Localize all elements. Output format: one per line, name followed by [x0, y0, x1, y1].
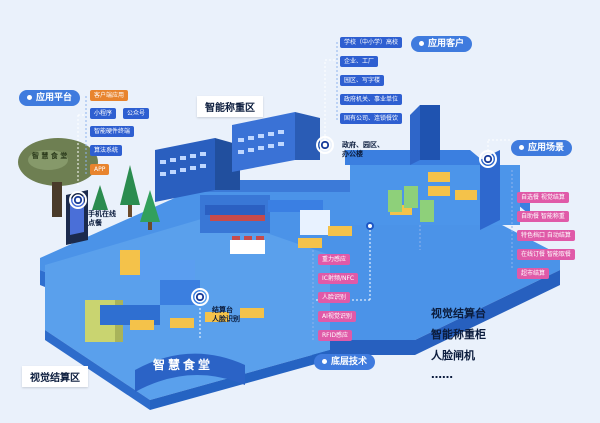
category-tech: 底层技术 [314, 354, 376, 370]
customer-item: 园区、写字楼 [340, 75, 385, 86]
marker-checkout [191, 288, 209, 306]
category-platform-label: 应用平台 [36, 93, 73, 103]
platform-item: 算法系统 [90, 145, 123, 156]
trees [92, 165, 160, 230]
outer-lines [85, 42, 513, 340]
customer-item: 企业、工厂 [340, 56, 379, 67]
dot-icon [322, 359, 327, 364]
device-item: 视觉结算台 [431, 307, 486, 320]
tree-board-text: 智 慧 食 堂 [32, 152, 68, 160]
office-buildings [155, 112, 320, 202]
marker-scenarios [479, 150, 497, 168]
platform-item: 客户端应用 [90, 90, 129, 101]
device-item: 人脸闸机 [431, 349, 475, 362]
service-counters [205, 200, 330, 254]
dot-icon [419, 41, 424, 46]
category-platform: 应用平台 [19, 90, 81, 106]
tech-item: AI视觉识别 [318, 311, 356, 322]
annex-edge [45, 330, 150, 410]
tech-item: 人脸识别 [318, 292, 351, 303]
note-checkout-counter-text: 结算台 人脸识别 [212, 306, 240, 323]
device-item: 智能称重柜 [431, 328, 486, 341]
zone-smart-weighing: 智能称重区 [197, 96, 263, 117]
dot-icon [27, 95, 32, 100]
canteen-signboard [135, 353, 245, 392]
annex-floor [45, 215, 330, 400]
note-gov-park: 政府、园区、 办公楼 [342, 141, 384, 159]
weighing-cabinets [388, 186, 434, 222]
category-tech-label: 底层技术 [331, 357, 368, 367]
platform-item: 公众号 [123, 108, 150, 119]
marker-customers [316, 136, 334, 154]
dot-icon [519, 145, 524, 150]
category-scenarios-label: 应用场景 [528, 143, 565, 153]
category-customers: 应用客户 [411, 36, 473, 52]
scenario-item: 自选餐 视觉结算 [517, 192, 569, 203]
note-mobile-order-text: 手机在线 点餐 [88, 210, 116, 227]
scenario-item: 在线订餐 智能取餐 [517, 249, 575, 260]
scenario-item: 超市结算 [517, 268, 550, 279]
marker-tech [366, 222, 374, 230]
note-checkout-counter: 结算台 人脸识别 [212, 306, 240, 324]
annex-furniture [85, 250, 264, 342]
zone-visual-checkout: 视觉结算区 [22, 366, 88, 387]
notice-tree [18, 138, 98, 217]
platform-item: APP [90, 164, 110, 175]
category-scenarios: 应用场景 [511, 140, 573, 156]
note-mobile-order: 手机在线 点餐 [88, 210, 116, 228]
tech-item: RFID感应 [318, 330, 353, 341]
scenario-item: 特色档口 自动结算 [517, 230, 575, 241]
platform-item: 小程序 [90, 108, 117, 119]
category-customers-label: 应用客户 [428, 39, 465, 49]
canteen-sign-text: 智慧食堂 [153, 358, 214, 372]
tech-item: IC射频/NFC [318, 273, 359, 284]
customer-item: 国有公司、连锁餐饮 [340, 113, 403, 124]
marker-platform [69, 191, 87, 209]
customer-item: 学校（中小学）高校 [340, 37, 403, 48]
tech-item: 重力感应 [318, 254, 351, 265]
device-item: …… [431, 368, 453, 381]
note-gov-park-text: 政府、园区、 办公楼 [342, 141, 384, 158]
scenario-item: 自助餐 智能称重 [517, 211, 569, 222]
platform-item: 智能硬件终端 [90, 126, 135, 137]
customer-item: 政府机关、事业单位 [340, 94, 403, 105]
